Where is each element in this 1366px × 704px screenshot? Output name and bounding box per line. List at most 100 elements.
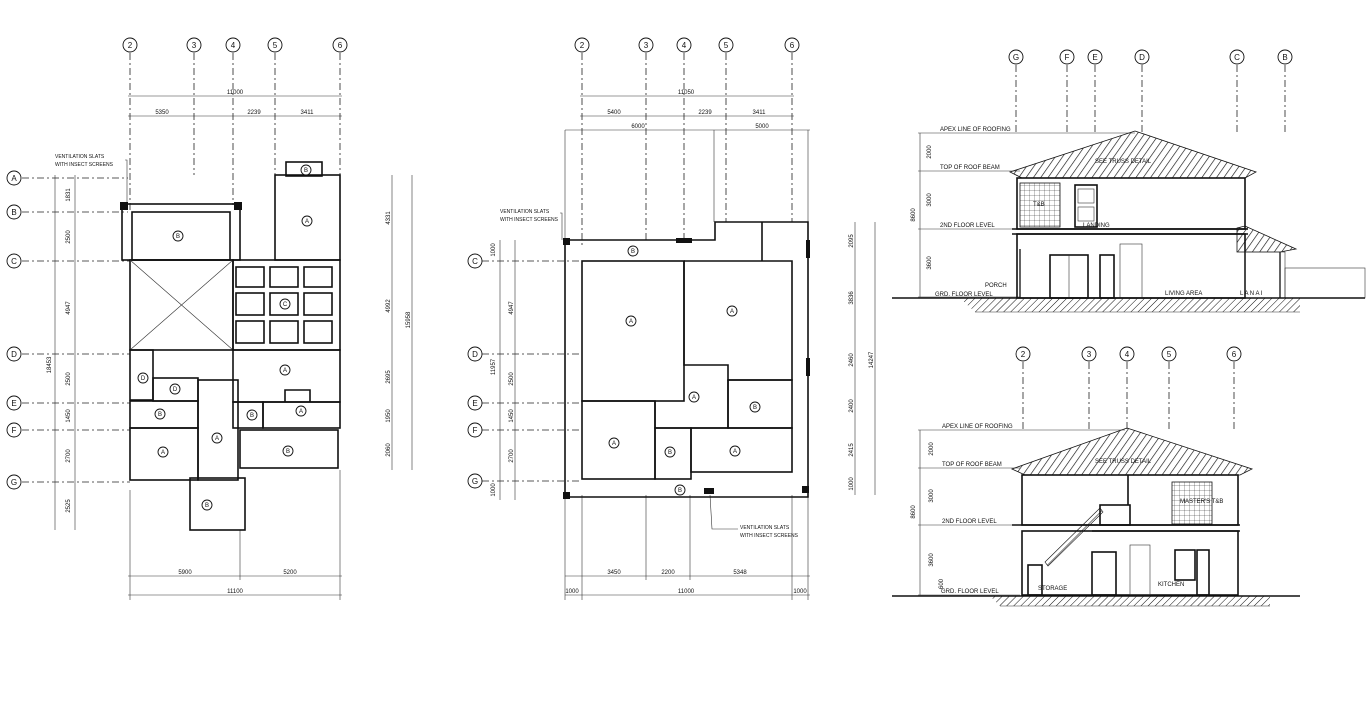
svg-text:LIVING AREA: LIVING AREA: [1165, 291, 1202, 297]
grid-label: E: [11, 399, 16, 408]
svg-text:3836: 3836: [849, 291, 855, 305]
grid-label: F: [12, 426, 17, 435]
svg-text:3: 3: [1087, 350, 1092, 359]
svg-text:A: A: [305, 219, 309, 225]
svg-text:T&B: T&B: [1033, 202, 1045, 208]
svg-text:4947: 4947: [509, 301, 515, 315]
svg-text:WITH INSECT SCREENS: WITH INSECT SCREENS: [55, 162, 114, 168]
svg-text:VENTILATION SLATS: VENTILATION SLATS: [740, 525, 790, 531]
svg-text:2525: 2525: [66, 499, 72, 513]
svg-text:4: 4: [1125, 350, 1130, 359]
svg-text:5000: 5000: [755, 124, 769, 130]
svg-text:A: A: [629, 319, 633, 325]
elev1-grid: G F E D C B: [1008, 49, 1293, 133]
section-elevation: 2 3 4 5 6 APEX LINE OF ROOFING TOP OF RO…: [892, 346, 1300, 607]
grid-label: 5: [273, 41, 278, 50]
plan2-left-dimensions: 1000 4947 2500 1450 2700 1000 11957: [491, 240, 516, 500]
svg-text:B: B: [176, 234, 180, 240]
svg-text:SEE TRUSS DETAIL: SEE TRUSS DETAIL: [1095, 159, 1152, 165]
plan1-section-tags: B A B C D D A B A B A B A B: [137, 164, 313, 511]
svg-text:1000: 1000: [491, 483, 497, 497]
svg-text:A: A: [730, 309, 734, 315]
svg-text:B: B: [668, 450, 672, 456]
svg-text:A: A: [215, 436, 219, 442]
svg-text:5: 5: [724, 41, 729, 50]
svg-text:APEX LINE OF ROOFING: APEX LINE OF ROOFING: [942, 424, 1013, 430]
svg-text:2095: 2095: [849, 234, 855, 248]
plan1-row-grid: A B C D E F G: [6, 170, 130, 490]
svg-text:600: 600: [939, 578, 945, 589]
svg-text:A: A: [161, 450, 165, 456]
svg-text:GRD. FLOOR LEVEL: GRD. FLOOR LEVEL: [941, 589, 999, 595]
svg-text:11050: 11050: [678, 90, 695, 96]
plan2-ventilation-notes: VENTILATION SLATS WITH INSECT SCREENS VE…: [500, 209, 799, 539]
dim-text: 3411: [301, 110, 315, 116]
svg-text:2500: 2500: [66, 372, 72, 386]
plan1-ventilation-note: VENTILATION SLATS WITH INSECT SCREENS: [55, 154, 128, 205]
dim-text: 5900: [178, 570, 192, 576]
svg-text:1000: 1000: [793, 589, 807, 595]
svg-text:11000: 11000: [678, 589, 695, 595]
svg-text:2400: 2400: [849, 399, 855, 413]
svg-text:E: E: [1092, 53, 1097, 62]
grid-label: 3: [192, 41, 197, 50]
svg-text:2: 2: [580, 41, 585, 50]
svg-text:1831: 1831: [66, 188, 72, 202]
grid-label: D: [11, 350, 17, 359]
grid-label: 6: [338, 41, 343, 50]
grid-bubble-2: [122, 37, 138, 53]
svg-text:C: C: [472, 257, 478, 266]
svg-text:GRD. FLOOR LEVEL: GRD. FLOOR LEVEL: [935, 292, 993, 298]
plan2-row-grid: C D E F G: [467, 253, 582, 489]
svg-text:B: B: [1282, 53, 1287, 62]
grid-label: 2: [128, 41, 133, 50]
svg-text:1000: 1000: [849, 477, 855, 491]
svg-text:15958: 15958: [406, 311, 412, 328]
plan1-walls: [120, 161, 341, 531]
svg-text:STORAGE: STORAGE: [1038, 586, 1067, 592]
svg-text:D: D: [1139, 53, 1145, 62]
svg-text:B: B: [158, 412, 162, 418]
svg-text:2060: 2060: [386, 443, 392, 457]
svg-text:1450: 1450: [66, 409, 72, 423]
grid-bubble-3: [186, 37, 202, 53]
plan2-bottom-dimensions: 3450 2200 5348 11000 1000 1000: [564, 495, 810, 600]
svg-text:TOP OF ROOF BEAM: TOP OF ROOF BEAM: [940, 165, 1000, 171]
grid-label: G: [11, 478, 17, 487]
svg-text:2000: 2000: [929, 442, 935, 456]
svg-text:5: 5: [1167, 350, 1172, 359]
svg-text:2460: 2460: [849, 353, 855, 367]
svg-text:B: B: [631, 249, 635, 255]
plan1-right-dimensions: 4331 4992 2695 1950 2060 15958: [386, 175, 413, 470]
svg-text:F: F: [473, 426, 478, 435]
grid-bubble-5: [267, 37, 283, 53]
elev2-level-lines: APEX LINE OF ROOFING TOP OF ROOF BEAM 2N…: [911, 424, 1125, 596]
svg-text:6: 6: [1232, 350, 1237, 359]
svg-text:2000: 2000: [927, 145, 933, 159]
svg-text:VENTILATION SLATS: VENTILATION SLATS: [500, 209, 550, 215]
dim-text: 5350: [155, 110, 169, 116]
svg-text:1000: 1000: [565, 589, 579, 595]
svg-text:B: B: [286, 449, 290, 455]
plan1-bottom-dimensions: 5900 5200 11100: [128, 470, 342, 600]
svg-text:8600: 8600: [911, 505, 917, 519]
svg-text:2239: 2239: [698, 110, 712, 116]
svg-text:2700: 2700: [66, 449, 72, 463]
svg-text:1450: 1450: [509, 409, 515, 423]
grid-label: A: [11, 174, 17, 183]
svg-text:3000: 3000: [927, 193, 933, 207]
svg-text:5348: 5348: [733, 570, 747, 576]
svg-text:18453: 18453: [47, 356, 53, 373]
svg-text:C: C: [283, 302, 288, 308]
svg-text:14247: 14247: [869, 351, 875, 368]
svg-text:2ND FLOOR LEVEL: 2ND FLOOR LEVEL: [940, 223, 995, 229]
svg-text:2695: 2695: [386, 370, 392, 384]
svg-text:11957: 11957: [491, 358, 497, 375]
svg-text:4: 4: [682, 41, 687, 50]
plan2-col-grid: 2 3 4 5 6: [574, 37, 800, 245]
svg-text:4331: 4331: [386, 211, 392, 225]
svg-text:2700: 2700: [509, 449, 515, 463]
svg-text:2: 2: [1021, 350, 1026, 359]
svg-text:APEX LINE OF ROOFING: APEX LINE OF ROOFING: [940, 127, 1011, 133]
svg-text:4992: 4992: [386, 299, 392, 313]
